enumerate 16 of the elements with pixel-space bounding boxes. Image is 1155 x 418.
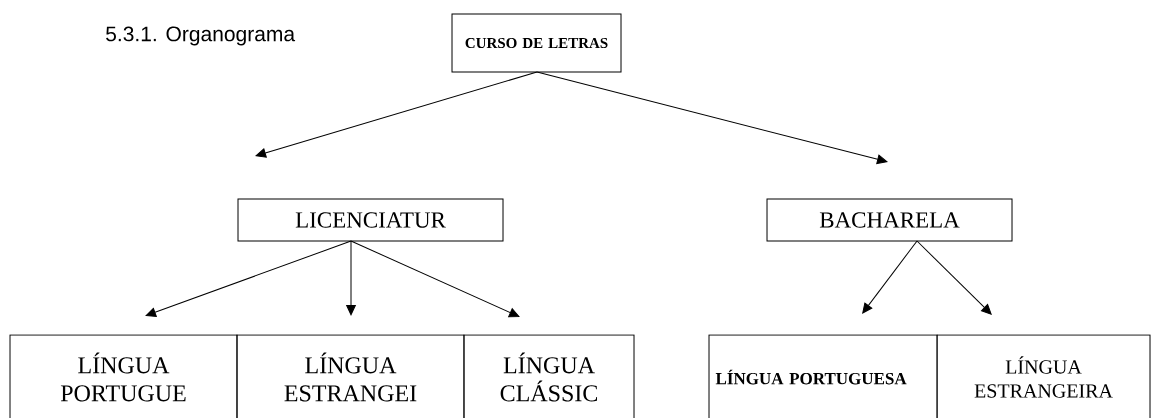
arrow bbox=[145, 240, 352, 317]
arrow bbox=[862, 240, 918, 314]
arrow bbox=[346, 240, 356, 316]
org-box: LICENCIATUR bbox=[237, 198, 504, 242]
arrow bbox=[916, 240, 992, 315]
org-box: CURSO DE LETRAS bbox=[451, 13, 622, 73]
org-box: LÍNGUA PORTUGUE bbox=[9, 334, 238, 418]
org-box: LÍNGUA CLÁSSIC bbox=[463, 334, 635, 418]
arrow bbox=[255, 71, 538, 158]
org-box: LÍNGUA ESTRANGEI bbox=[236, 334, 465, 418]
org-box: LÍNGUA ESTRANGEIRA bbox=[936, 334, 1151, 418]
org-box: LÍNGUA PORTUGUESA bbox=[708, 334, 938, 418]
arrow bbox=[350, 240, 520, 318]
heading: 5.3.1. Organograma bbox=[106, 26, 296, 46]
org-box: BACHARELA bbox=[766, 198, 1013, 242]
arrow bbox=[536, 71, 888, 165]
